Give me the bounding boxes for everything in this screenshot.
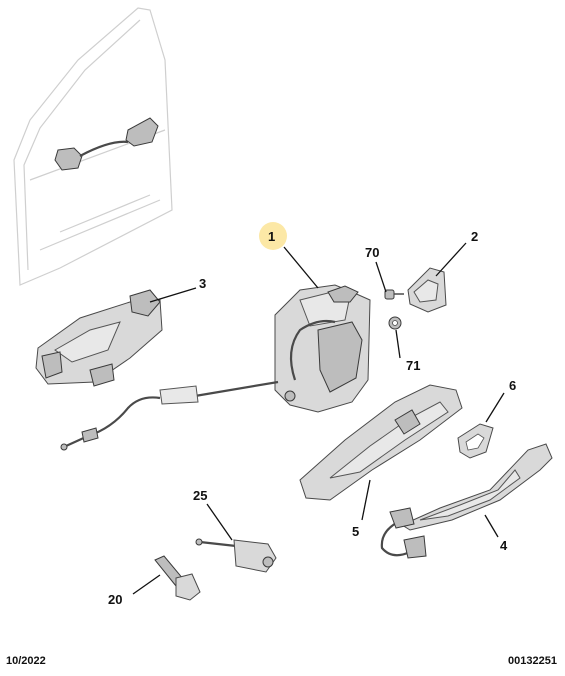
door-mini-handle-assembly [54,117,159,171]
callout-5: 5 [352,524,359,539]
callout-1: 1 [268,229,275,244]
footer-reference-number: 00132251 [508,655,557,667]
callout-71: 71 [406,358,420,373]
interior-door-handle [35,289,163,387]
handle-gasket [457,423,494,459]
exterior-door-handle [380,443,553,559]
door-lock-mechanism [274,284,371,413]
callout-4: 4 [500,538,508,553]
leader-lines [132,242,505,595]
callout-3: 3 [199,276,206,291]
callout-6: 6 [509,378,516,393]
footer-date: 10/2022 [6,655,46,667]
callout-25: 25 [193,488,207,503]
screw [384,289,404,300]
release-cable [60,380,279,451]
callout-20: 20 [108,592,122,607]
callout-70: 70 [365,245,379,260]
grommet [388,316,402,330]
door-striker [407,267,447,313]
exterior-handle-bracket [299,384,463,501]
key [154,555,201,601]
highlight-badge [259,222,287,250]
lock-cylinder [195,538,277,573]
door-outline [13,7,173,286]
callout-2: 2 [471,229,478,244]
